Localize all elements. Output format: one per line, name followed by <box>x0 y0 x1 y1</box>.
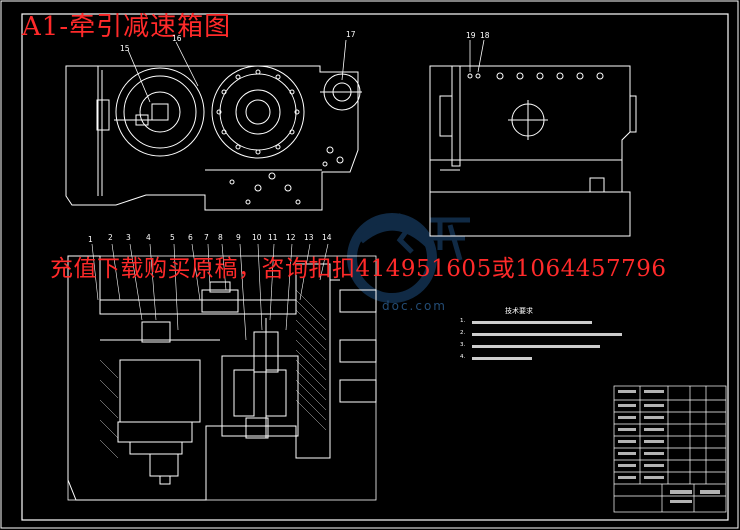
drawing-title: A1-牵引减速箱图 <box>22 12 232 42</box>
tech-requirements-title: 技术要求 <box>505 307 533 315</box>
callout-7: 7 <box>204 233 209 242</box>
callout-6: 6 <box>188 233 193 242</box>
callout-9: 9 <box>236 233 241 242</box>
callout-13: 13 <box>304 233 314 242</box>
tech-note-3: 3. <box>460 342 466 348</box>
callout-17: 17 <box>346 30 356 39</box>
callout-18: 18 <box>480 31 490 40</box>
watermark-domain: doc.com <box>382 299 447 313</box>
callout-15: 15 <box>120 44 130 53</box>
callout-14: 14 <box>322 233 332 242</box>
callout-1: 1 <box>88 235 93 244</box>
title-block-fill <box>618 390 720 503</box>
tech-note-lines <box>472 321 622 360</box>
gear-teeth <box>216 69 300 155</box>
callout-4: 4 <box>146 233 151 242</box>
title-block <box>613 385 727 513</box>
callout-10: 10 <box>252 233 262 242</box>
callout-2: 2 <box>108 233 113 242</box>
section-hatching <box>99 289 327 459</box>
callout-12: 12 <box>286 233 296 242</box>
tech-note-2: 2. <box>460 330 466 336</box>
callout-11: 11 <box>268 233 278 242</box>
download-watermark: 充值下载购买原稿，咨询扣扣414951605或1064457796 <box>50 256 667 282</box>
callout-8: 8 <box>218 233 223 242</box>
callout-16: 16 <box>172 34 182 43</box>
watermark-logo <box>347 213 470 303</box>
top-plan-view <box>65 65 362 211</box>
section-view <box>67 255 377 501</box>
tech-note-4: 4. <box>460 354 466 360</box>
side-view <box>429 65 637 237</box>
callout-19: 19 <box>466 31 476 40</box>
callout-3: 3 <box>126 233 131 242</box>
tech-note-1: 1. <box>460 318 466 324</box>
callout-5: 5 <box>170 233 175 242</box>
